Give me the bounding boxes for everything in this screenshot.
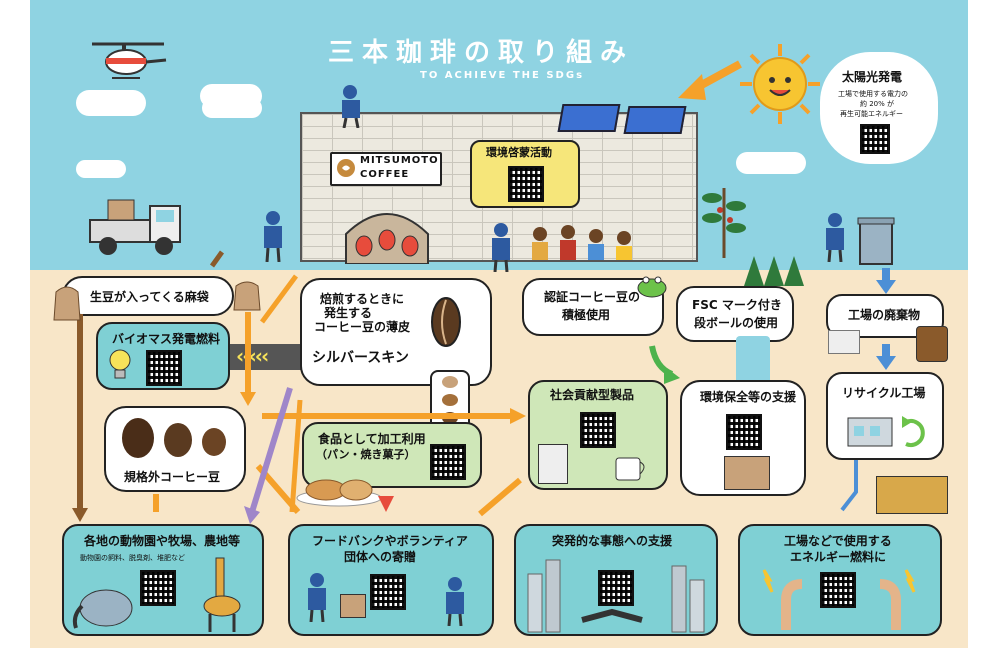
certified-line2: 積極使用 [562,308,611,322]
foodbank-line2: 団体への寄贈 [344,550,417,564]
conveyor-belt [230,344,302,370]
irregular-beans-label: 規格外コーヒー豆 [124,470,221,484]
waste-box-icon [828,330,860,354]
certified-line1: 認証コーヒー豆の [544,290,641,304]
food-use-line2: （パン・焼き菓子） [316,448,416,461]
energy-qr-code[interactable] [820,572,856,608]
person-icon [446,577,464,626]
fsc-line1: FSC マーク付き [692,298,782,312]
food-use-qr-code[interactable] [430,444,466,480]
company-name-line2: COFFEE [360,169,410,180]
energy-line1: 工場などで使用する [784,534,892,548]
page-title: 三本珈琲の取り組み [328,38,635,68]
coffee-bean-icon [431,297,461,347]
environment-qr-code[interactable] [726,414,762,450]
jute-bag-icon [53,286,81,321]
lightbulb-icon [109,349,131,379]
truck-icon [89,199,181,255]
forklift-icon [876,476,948,514]
social-products-label: 社会貢献型製品 [550,388,635,402]
chevron-left-icon: ‹‹‹‹‹ [236,344,269,368]
coffee-cup-icon [615,457,645,481]
elephant-icon [72,589,133,629]
children-icon [532,225,632,260]
coffee-tree-icon [702,188,746,258]
silverskin-box [300,278,492,386]
company-name-line1: MITSUMOTO [360,155,439,166]
cloud [202,98,262,118]
trash-bin-icon [857,217,895,265]
barrel-icon [916,326,948,362]
frog-icon [637,276,667,298]
coffee-logo-icon [337,159,355,177]
zoo-farm-line1: 各地の動物園や牧場、農地等 [84,534,241,548]
bread-icon [296,479,382,507]
emergency-qr-code[interactable] [598,570,634,606]
solar-desc-1: 工場で使用する電力の [838,90,908,98]
silverskin-line1: 焙煎するときに [320,292,405,306]
foodbank-qr-code[interactable] [370,574,406,610]
person-icon [826,213,844,262]
awareness-qr-code[interactable] [508,166,544,202]
person-icon [492,223,510,272]
energy-line2: エネルギー燃料に [790,550,887,564]
person-icon [308,573,326,622]
jute-bag-label: 生豆が入ってくる麻袋 [90,290,209,304]
arrow-icon [876,268,896,294]
helicopter-icon [92,42,167,79]
person-icon [342,85,360,128]
forest-icon [744,256,804,286]
silverskin-line4: シルバースキン [312,350,409,366]
jute-bag-icon [233,281,261,311]
sun-icon [740,44,820,124]
cloud [736,152,806,174]
recycle-label: リサイクル工場 [842,386,926,400]
fsc-box [676,286,794,342]
foodbank-line1: フードバンクやボランティア [312,534,468,548]
solar-desc-3: 再生可能エネルギー [840,110,903,118]
waterfall-icon [736,336,770,386]
coffee-beans-icon [122,418,226,458]
person-icon [264,211,282,262]
social-products-qr-code[interactable] [580,412,616,448]
emergency-label: 突発的な事態への支援 [552,534,673,548]
environment-label: 環境保全等の支援 [700,390,797,404]
cardboard-box-icon [724,456,770,490]
cloud [76,160,126,178]
solar-desc-2: 約 20% が [860,100,895,108]
food-use-line1: 食品として加工利用 [318,432,426,446]
cloud [76,90,146,116]
energy-arms-icon [762,569,916,630]
zoo-farm-line2: 動物園の飼料、脱臭剤、堆肥など [80,554,185,562]
zoo-farm-qr-code[interactable] [140,570,176,606]
factory-waste-label: 工場の廃棄物 [848,308,921,322]
donation-box-icon [340,594,366,618]
solar-title: 太陽光発電 [842,70,903,84]
silverskin-line3: コーヒー豆の薄皮 [314,320,411,334]
biomass-qr-code[interactable] [146,350,182,386]
fsc-line2: 段ボールの使用 [694,316,779,330]
biomass-label: バイオマス発電燃料 [112,332,221,346]
giraffe-icon [203,557,241,632]
silverskin-line2: 発生する [324,306,373,320]
roaster-furnace-icon [345,213,429,264]
arrow-icon [678,60,742,100]
recycle-factory-icon [847,416,925,447]
arrow-icon [876,344,896,370]
solar-qr-code[interactable] [860,124,890,154]
awareness-label: 環境啓蒙活動 [486,146,552,159]
city-handshake-icon [527,559,705,633]
page-subtitle: TO ACHIEVE THE SDGs [420,70,585,81]
coffee-package-icon [538,444,568,484]
